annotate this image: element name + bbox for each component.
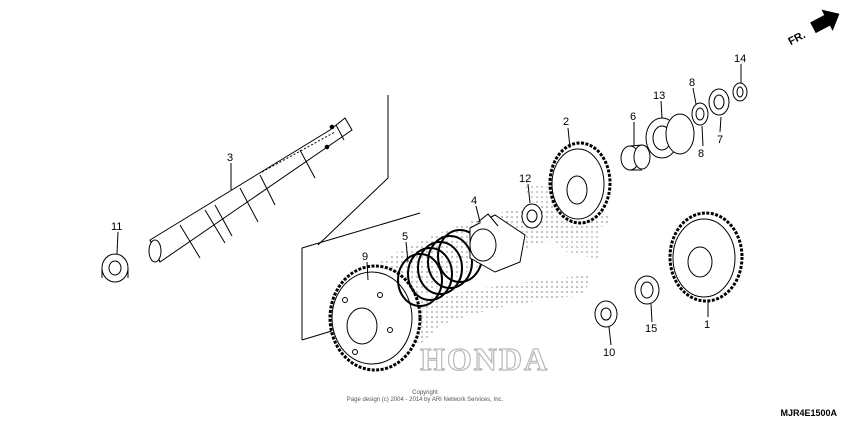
front-direction-arrow: FR. [786, 9, 840, 48]
honda-watermark-text: HONDA [420, 341, 549, 377]
damper-spring-5 [397, 229, 483, 307]
lock-nut-10 [594, 300, 618, 328]
gear-9 [328, 264, 422, 372]
part-label-7[interactable]: 7 [717, 134, 723, 146]
damper-cam-4 [469, 213, 526, 273]
part-label-5[interactable]: 5 [402, 231, 408, 243]
gear-1 [668, 211, 744, 303]
part-label-2[interactable]: 2 [563, 116, 569, 128]
leader-lines [116, 64, 742, 346]
part-label-4[interactable]: 4 [471, 195, 477, 207]
circlip-14 [732, 82, 748, 102]
part-label-8b[interactable]: 8 [698, 148, 704, 160]
part-label-10[interactable]: 10 [603, 347, 615, 359]
snap-ring-8 [691, 102, 709, 126]
flange-nut-11 [101, 253, 129, 283]
bushing-6 [620, 144, 651, 171]
part-label-6[interactable]: 6 [630, 111, 636, 123]
gear-2 [548, 141, 612, 225]
part-label-8a[interactable]: 8 [689, 77, 695, 89]
part-label-9[interactable]: 9 [362, 251, 368, 263]
thrust-washer-15 [634, 275, 660, 305]
washer-7 [708, 88, 730, 116]
thrust-washer-12 [521, 203, 543, 229]
mainshaft [148, 117, 353, 263]
part-label-11[interactable]: 11 [111, 221, 122, 233]
part-label-12[interactable]: 12 [519, 173, 531, 185]
bearing-13 [645, 113, 695, 159]
part-label-13[interactable]: 13 [653, 90, 665, 102]
direction-label: FR. [786, 29, 807, 48]
copyright-line-1: Copyright [412, 390, 438, 396]
part-label-1[interactable]: 1 [704, 319, 710, 331]
part-label-3[interactable]: 3 [227, 152, 233, 164]
assembly-bracket [301, 95, 421, 341]
copyright-line-2: Page design (c) 2004 - 2014 by ARI Netwo… [347, 397, 504, 403]
part-label-14[interactable]: 14 [734, 53, 746, 65]
part-label-15[interactable]: 15 [645, 323, 657, 335]
diagram-code: MJR4E1500A [780, 408, 837, 418]
